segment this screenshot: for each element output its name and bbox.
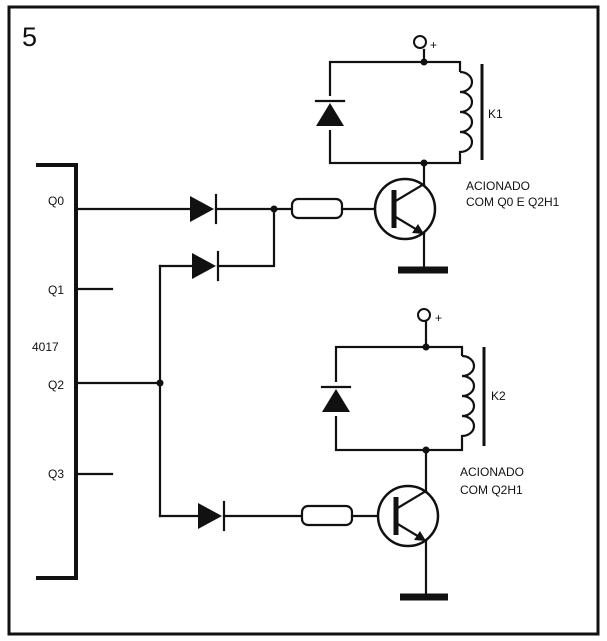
relay-coil-k2 bbox=[452, 347, 486, 446]
resistor-r1 bbox=[290, 197, 344, 220]
figure-number: 5 bbox=[22, 22, 37, 52]
resistor-r2 bbox=[300, 504, 354, 527]
pin-label-q1: Q1 bbox=[48, 283, 64, 297]
d2-out-wire bbox=[216, 207, 276, 268]
flyback-diode-2 bbox=[320, 382, 352, 416]
flyback-diode-1 bbox=[314, 96, 346, 130]
relay-k2-circuit bbox=[334, 320, 464, 454]
diode-d1 bbox=[190, 193, 218, 225]
transistor-2 bbox=[376, 484, 440, 548]
figure-frame bbox=[7, 5, 600, 636]
diode-d3 bbox=[198, 500, 226, 532]
relay-coil-k1 bbox=[450, 64, 484, 160]
diode-d2 bbox=[192, 250, 220, 282]
relay-k1-circuit bbox=[328, 48, 462, 167]
supply-terminal-1 bbox=[413, 35, 427, 49]
relay-note-k2-line1: ACIONADO bbox=[460, 465, 524, 479]
pin-label-q2: Q2 bbox=[48, 378, 64, 392]
pin-label-q3: Q3 bbox=[48, 467, 64, 481]
relay-label-k2: K2 bbox=[491, 389, 506, 403]
ic-4017-body bbox=[36, 163, 78, 580]
supply-terminal-2 bbox=[417, 308, 431, 322]
supply-plus-2: + bbox=[435, 311, 442, 325]
transistor-1 bbox=[373, 177, 437, 241]
supply-plus-1: + bbox=[430, 38, 437, 52]
ic-name-label: 4017 bbox=[32, 340, 59, 354]
relay-label-k1: K1 bbox=[488, 107, 503, 121]
relay-note-k2-line2: COM Q2H1 bbox=[460, 483, 523, 497]
relay-note-k1-line1: ACIONADO bbox=[466, 179, 530, 193]
relay-note-k1-line2: COM Q0 E Q2H1 bbox=[466, 195, 560, 209]
pin-label-q0: Q0 bbox=[48, 194, 64, 208]
